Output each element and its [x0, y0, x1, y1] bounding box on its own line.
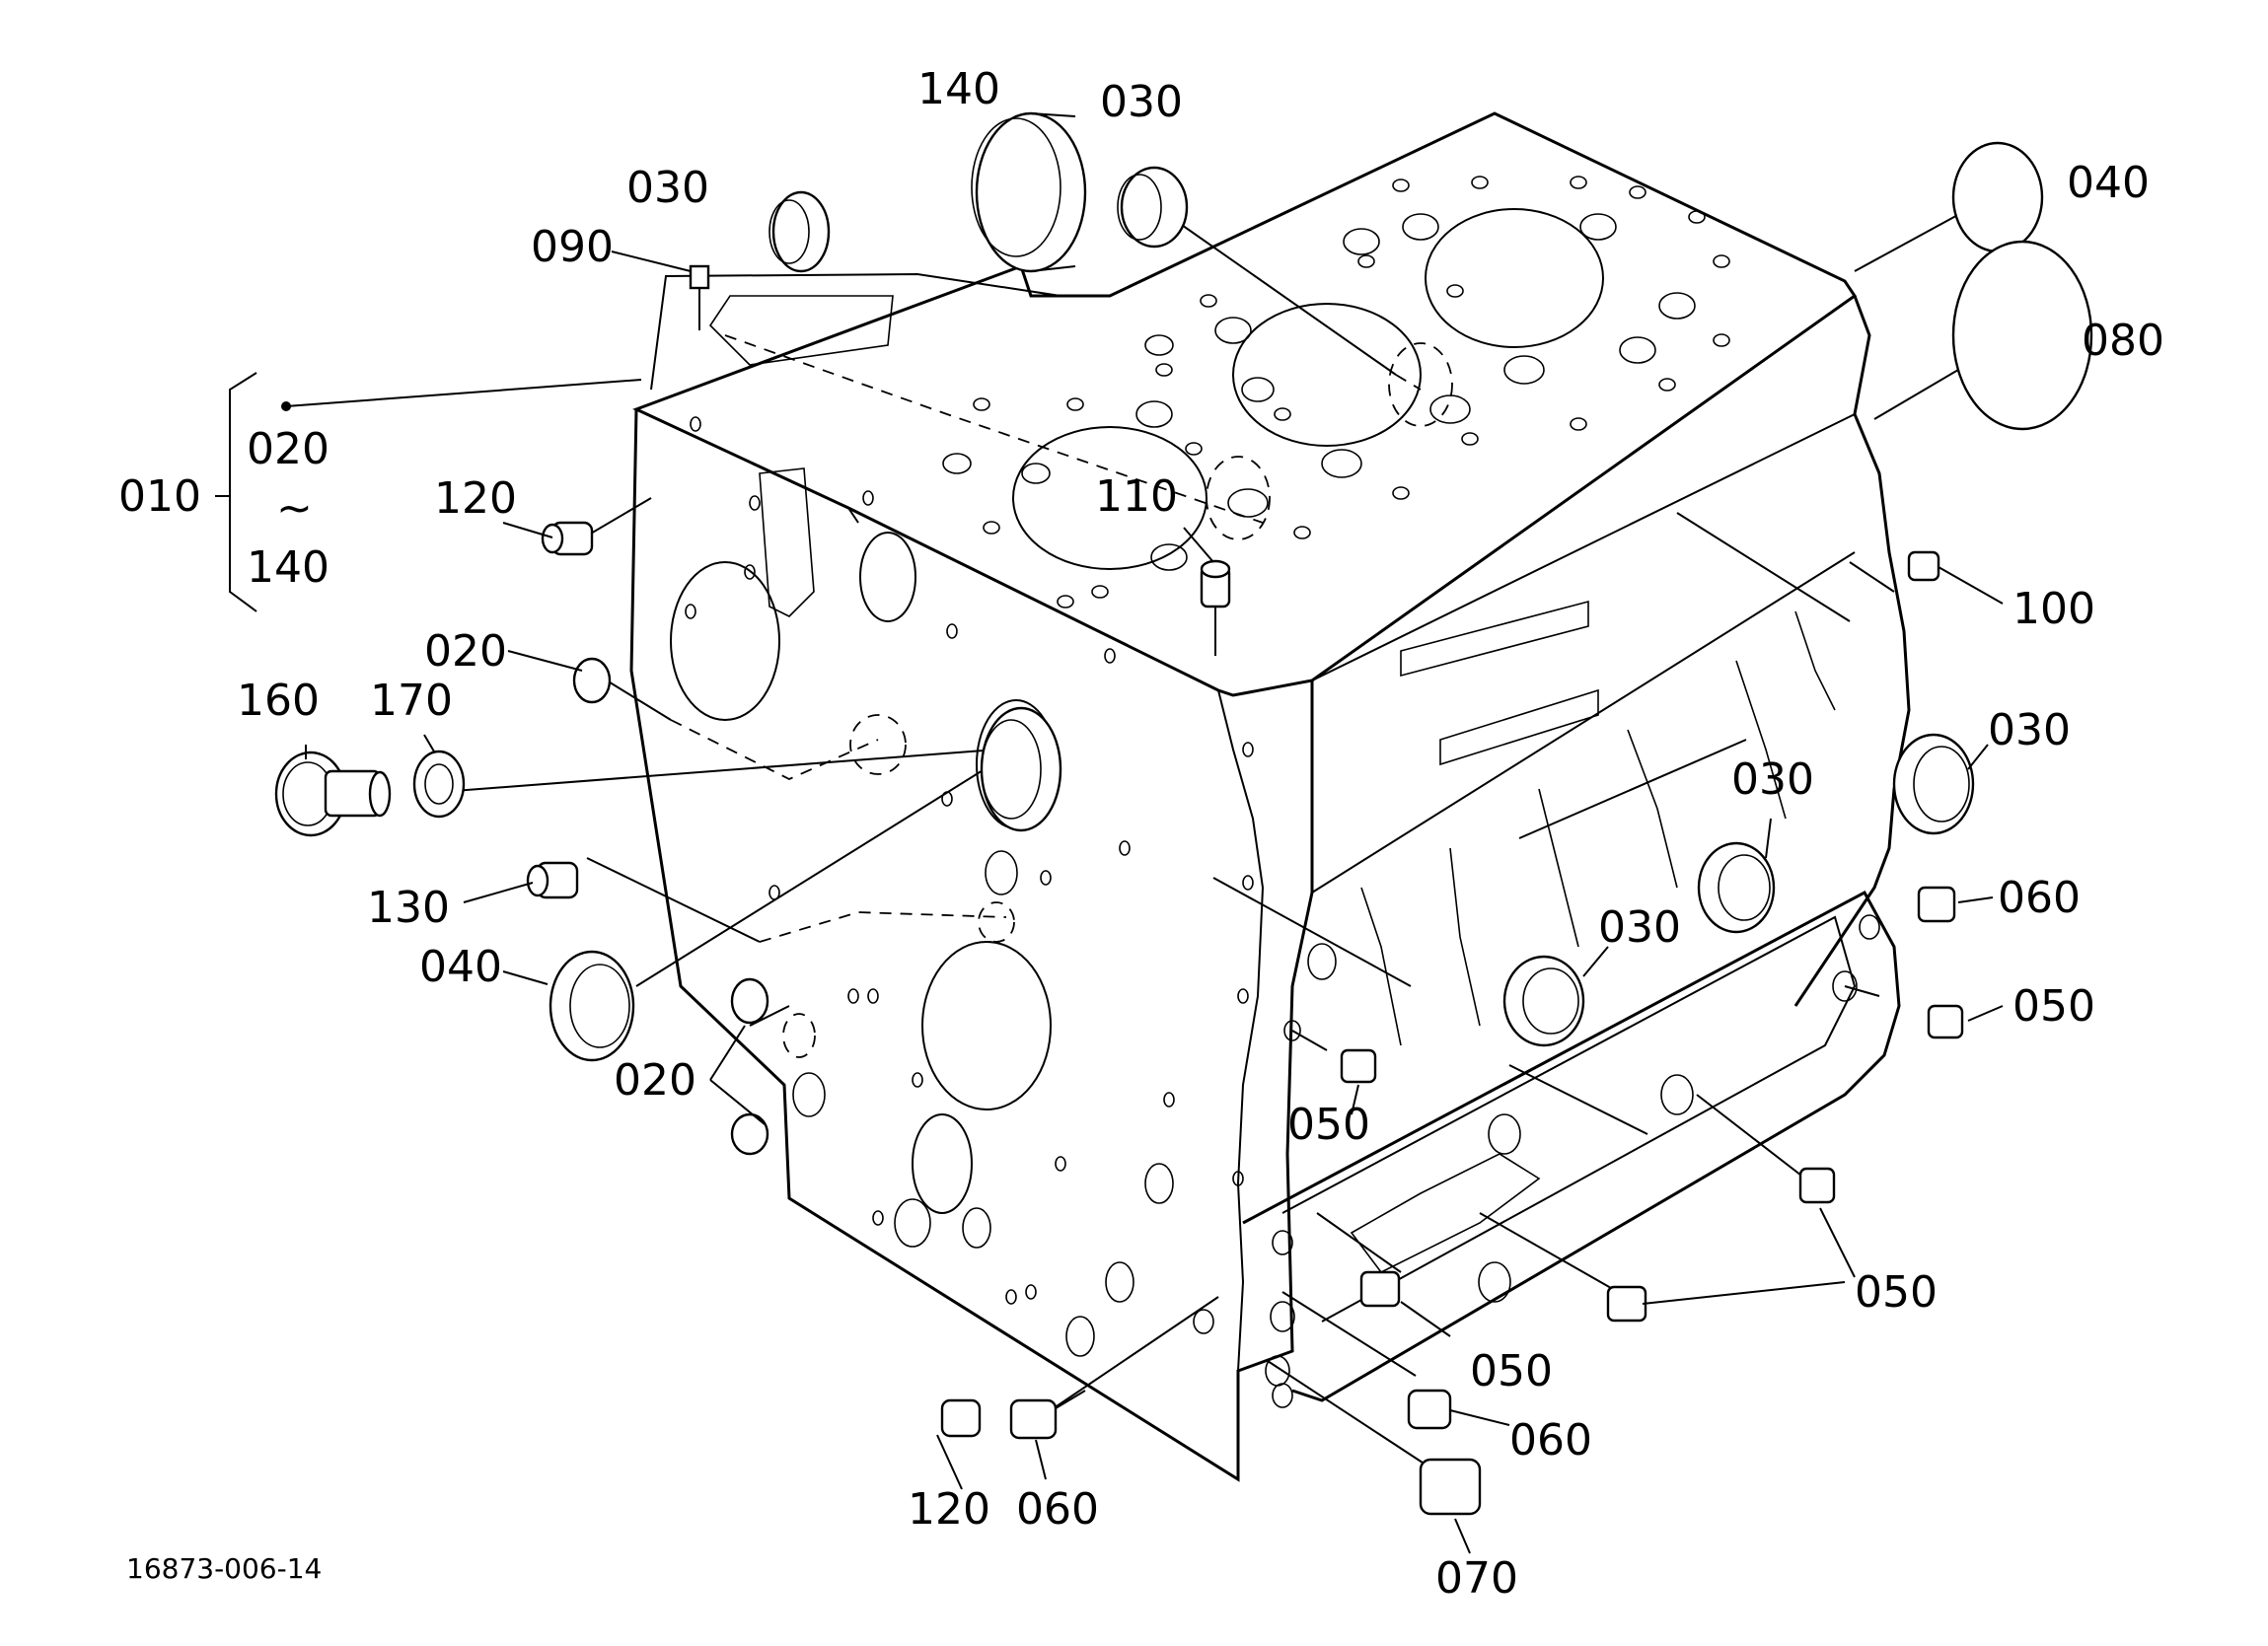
- part-030-seal-lower: [1502, 946, 1609, 1047]
- callout-070: 070: [1435, 1553, 1518, 1604]
- callout-030-top-left: 030: [626, 163, 709, 213]
- callout-060-lower-right: 060: [1509, 1415, 1592, 1466]
- callout-160: 160: [237, 676, 320, 726]
- part-100-pin: [1907, 550, 2004, 605]
- part-040-seal-lower: [502, 950, 635, 1062]
- callout-020-left: 020: [424, 626, 507, 677]
- callout-130: 130: [367, 883, 450, 933]
- callout-030-right: 030: [1988, 705, 2071, 755]
- part-060-plug-b: [1407, 1389, 1510, 1430]
- callout-050-mid: 050: [1287, 1100, 1370, 1150]
- part-060-plug-a: [1917, 886, 1994, 923]
- part-080-oring: [1951, 240, 2093, 431]
- front-bolt-holes: [685, 416, 1254, 1305]
- callout-090: 090: [531, 222, 614, 272]
- leader-lines: [285, 201, 1964, 1466]
- part-130-bushing: [463, 861, 579, 903]
- part-030-seal-right: [1892, 733, 1989, 835]
- part-050-plug-c: [1359, 1167, 1856, 1337]
- callout-140: 140: [917, 64, 1000, 114]
- part-050-plug-b: [1927, 1004, 2004, 1039]
- callout-030-top-right: 030: [1100, 77, 1183, 127]
- part-120-bushing-upper: [502, 521, 594, 556]
- callout-120-upper: 120: [434, 473, 517, 524]
- part-040-cap-right: [1951, 141, 2044, 253]
- callout-range-tilde: ~: [276, 483, 313, 534]
- part-060-plug-c: [1009, 1398, 1058, 1480]
- part-170-washer: [412, 734, 466, 819]
- front-face-openings: [670, 467, 1174, 1357]
- crankcase-body: [629, 111, 1911, 1482]
- deck-bolt-holes: [973, 176, 1730, 608]
- part-bracket-010: [215, 372, 291, 612]
- callout-120-lower: 120: [908, 1484, 990, 1535]
- water-jacket-openings: [942, 213, 1696, 571]
- part-020-plug-left: [507, 650, 612, 704]
- callout-labels: 010 020 ~ 140 140 030 030 090 040 080 12…: [118, 64, 2164, 1604]
- part-020-plug-pair: [709, 977, 769, 1156]
- callout-100: 100: [2012, 584, 2095, 634]
- part-120-bushing-lower: [936, 1398, 982, 1490]
- callout-060-right: 060: [1998, 873, 2081, 923]
- part-030-plug-top-right: [1117, 166, 1189, 249]
- callout-110: 110: [1095, 471, 1178, 522]
- callout-050-lower: 050: [1470, 1346, 1553, 1396]
- callout-050-right: 050: [2012, 981, 2095, 1032]
- callout-020-range-start: 020: [247, 424, 329, 474]
- part-030-plug-top-left: [768, 190, 831, 273]
- part-030-seal-mid: [1697, 818, 1776, 934]
- callout-020-pair: 020: [614, 1055, 696, 1106]
- callout-010: 010: [118, 471, 201, 522]
- callout-050-lower-right: 050: [1855, 1267, 1938, 1318]
- part-140-cap-top: [971, 111, 1087, 273]
- callout-170: 170: [370, 676, 453, 726]
- part-160-bolt: [274, 745, 392, 837]
- callout-030-mid: 030: [1731, 754, 1814, 805]
- part-050-plug-a: [1340, 1048, 1377, 1115]
- figure-number: 16873-006-14: [126, 1552, 322, 1585]
- callout-060-lower: 060: [1016, 1484, 1099, 1535]
- callout-080: 080: [2082, 316, 2164, 366]
- callout-040-right: 040: [2067, 158, 2150, 208]
- callout-140-range-end: 140: [247, 542, 329, 593]
- callout-040-front: 040: [419, 942, 502, 992]
- callout-030-lower: 030: [1598, 902, 1681, 953]
- part-090-pin: [611, 250, 710, 330]
- part-070-plug: [1419, 1458, 1482, 1554]
- part-110-dowel: [1183, 527, 1231, 656]
- part-040-seal-front: [980, 706, 1062, 832]
